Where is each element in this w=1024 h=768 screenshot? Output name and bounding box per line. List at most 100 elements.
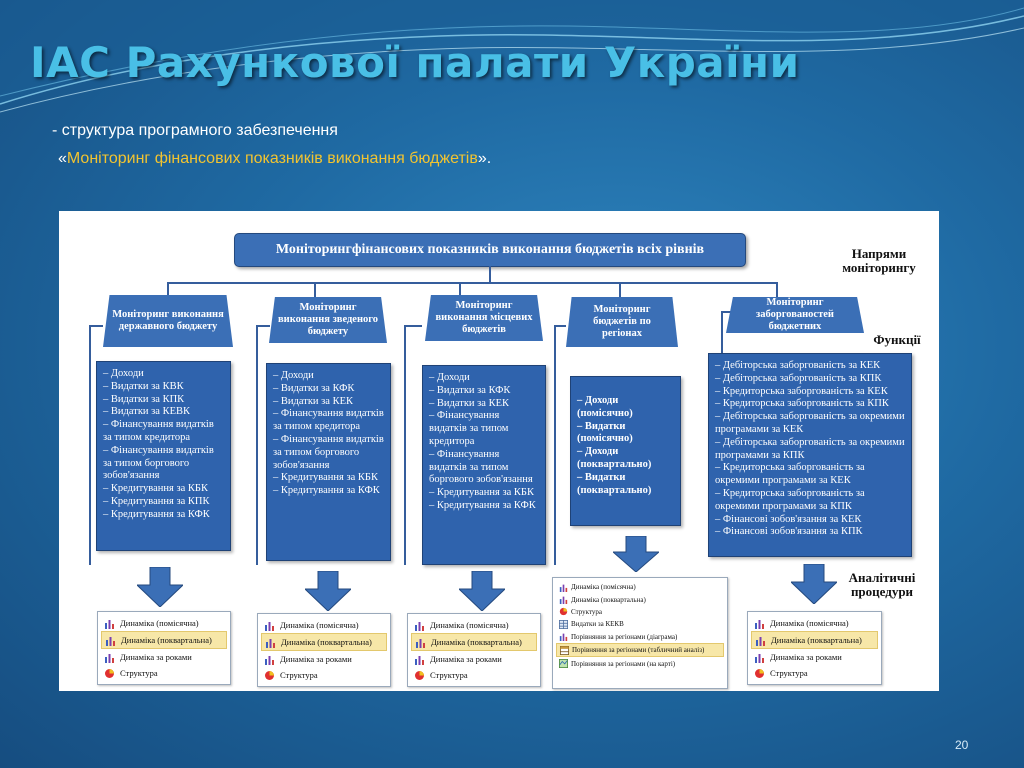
bracket-top-2 <box>256 325 270 327</box>
procedure-item[interactable]: Структура <box>261 667 387 683</box>
procedure-item[interactable]: Динаміка за роками <box>751 649 878 665</box>
procedure-item[interactable]: Структура <box>101 665 227 681</box>
function-item: – Кредитування за КБК <box>273 472 378 484</box>
connector-5-stub <box>721 311 731 313</box>
procedure-item[interactable]: Динаміка (помісячна) <box>411 617 537 633</box>
connector-3 <box>459 282 461 296</box>
procedure-label: Структура <box>571 607 603 616</box>
procedure-item[interactable]: Динаміка (поквартальна) <box>751 631 878 649</box>
procedure-label: Порівняння за регіонами (на карті) <box>571 659 676 668</box>
function-item: – Фінансові зобов'язання за КПК <box>715 526 863 538</box>
procedure-label: Структура <box>120 668 158 678</box>
procedure-item[interactable]: Структура <box>411 667 537 683</box>
bar-chart-icon <box>415 621 424 631</box>
procedure-item[interactable]: Динаміка за роками <box>101 649 227 665</box>
connector-5-drop <box>721 311 723 371</box>
function-item: – Видатки за КЕВК <box>103 406 191 418</box>
function-item: – Кредитування за КФК <box>103 508 210 520</box>
direction-3-box: Моніторинг виконання місцевих бюджетів <box>425 295 543 341</box>
functions-box-1: – Доходи – Видатки за КВК – Видатки за К… <box>96 361 231 551</box>
wave-decoration <box>0 0 1024 113</box>
function-item: – Видатки за КФК <box>273 382 355 394</box>
bar-chart-icon <box>106 636 115 646</box>
pie-chart-icon <box>559 608 568 616</box>
procedure-label: Динаміка (поквартальна) <box>431 637 522 647</box>
function-item: – Кредитування за КБК <box>103 483 208 495</box>
page-number: 20 <box>955 738 969 752</box>
procedure-item[interactable]: Видатки за КЕКВ <box>556 618 724 630</box>
function-item: – Видатки за КПК <box>103 393 185 405</box>
procedure-label: Динаміка за роками <box>430 654 502 664</box>
connector-trunk <box>489 266 491 283</box>
function-item: – Кредитування за КПК <box>103 495 210 507</box>
procedure-label: Видатки за КЕКВ <box>571 620 624 629</box>
procedure-item[interactable]: Динаміка за роками <box>411 651 537 667</box>
procedure-item[interactable]: Структура <box>751 665 878 681</box>
procedure-label: Динаміка (помісячна) <box>571 583 636 592</box>
procedure-item[interactable]: Динаміка (помісячна) <box>261 617 387 633</box>
bar-chart-icon <box>755 619 764 629</box>
function-item: – Видатки за КВК <box>103 380 184 392</box>
bar-chart-icon <box>265 621 274 631</box>
bracket-left-2 <box>256 325 258 565</box>
bar-chart-icon <box>559 584 568 592</box>
procedure-item[interactable]: Порівняння за регіонами (на карті) <box>556 657 724 669</box>
connector-bus <box>167 282 777 284</box>
subtitle-highlight: Моніторинг фінансових показників виконан… <box>66 150 478 167</box>
bar-chart-icon <box>559 633 568 642</box>
function-item: – Кредиторська заборгованість за КПК <box>715 398 889 410</box>
connector-5 <box>776 282 778 298</box>
procedure-item[interactable]: Порівняння за регіонами (діаграма) <box>556 631 724 643</box>
procedure-label: Динаміка за роками <box>770 652 842 662</box>
function-item: – Дебіторська заборгованість за окремими… <box>715 411 905 435</box>
procedure-label: Динаміка (помісячна) <box>120 618 199 628</box>
pie-chart-icon <box>265 670 274 680</box>
procedure-item[interactable]: Динаміка (поквартальна) <box>411 633 537 651</box>
bracket-top-1 <box>89 325 103 327</box>
direction-1-box: Моніторинг виконання державного бюджету <box>103 295 233 347</box>
procedure-label: Динаміка за роками <box>120 652 192 662</box>
procedure-item[interactable]: Порівняння за регіонами (табличний аналі… <box>556 642 724 658</box>
functions-box-4: – Доходи (помісячно) – Видатки (помісячн… <box>570 376 681 526</box>
down-arrow-icon <box>613 536 659 572</box>
down-arrow-icon <box>305 571 351 611</box>
procedure-label: Динаміка (помісячна) <box>770 618 849 628</box>
procedure-item[interactable]: Динаміка (помісячна) <box>556 581 724 593</box>
function-item: – Видатки за КЕК <box>429 397 510 409</box>
function-item: – Доходи <box>429 372 470 383</box>
bar-chart-icon <box>756 636 765 646</box>
subtitle-line2: «Моніторинг фінансових показників викона… <box>58 150 491 168</box>
subtitle-quote-close: ». <box>477 150 492 167</box>
function-item: – Видатки (помісячно) <box>577 420 633 445</box>
pie-chart-icon <box>105 668 114 678</box>
procedures-label: Аналітичні процедури <box>848 570 916 599</box>
procedure-label: Динаміка (поквартальна) <box>771 635 862 645</box>
function-item: – Дебіторська заборгованість за окремими… <box>715 436 905 461</box>
function-item: – Фінансування видатків за типом боргово… <box>273 433 384 471</box>
function-item: – Кредиторська заборгованість за КЕК <box>715 385 888 397</box>
procedure-label: Структура <box>280 670 318 680</box>
procedure-label: Динаміка (поквартальна) <box>121 635 212 645</box>
bar-chart-icon <box>266 638 275 648</box>
procedure-item[interactable]: Динаміка за роками <box>261 651 387 667</box>
procedure-item[interactable]: Динаміка (помісячна) <box>751 615 878 631</box>
procedure-label: Структура <box>430 670 468 680</box>
functions-box-5: – Дебіторська заборгованість за КЕК – Де… <box>708 353 912 557</box>
direction-2-box: Моніторинг виконання зведеного бюджету <box>269 297 387 343</box>
function-item: – Фінансування видатків за типом кредито… <box>103 419 214 443</box>
procedures-box-3: Динаміка (помісячна) Динаміка (поквартал… <box>407 613 541 687</box>
procedure-label: Порівняння за регіонами (табличний аналі… <box>572 646 705 655</box>
procedure-item[interactable]: Динаміка (помісячна) <box>101 615 227 631</box>
procedure-item[interactable]: Динаміка (поквартальна) <box>261 633 387 651</box>
procedure-item[interactable]: Структура <box>556 606 724 618</box>
procedures-box-4: Динаміка (помісячна) Динаміка (поквартал… <box>552 577 728 689</box>
procedure-item[interactable]: Динаміка (поквартальна) <box>556 593 724 605</box>
function-item: – Дебіторська заборгованість за КЕК <box>715 360 881 371</box>
connector-2 <box>314 282 316 298</box>
bar-chart-icon <box>559 596 568 605</box>
map-icon <box>559 659 568 669</box>
function-item: – Доходи (поквартально) <box>577 446 652 470</box>
bracket-left-1 <box>89 325 91 565</box>
procedure-item[interactable]: Динаміка (поквартальна) <box>101 631 227 649</box>
function-item: – Видатки (поквартально) <box>577 471 652 496</box>
